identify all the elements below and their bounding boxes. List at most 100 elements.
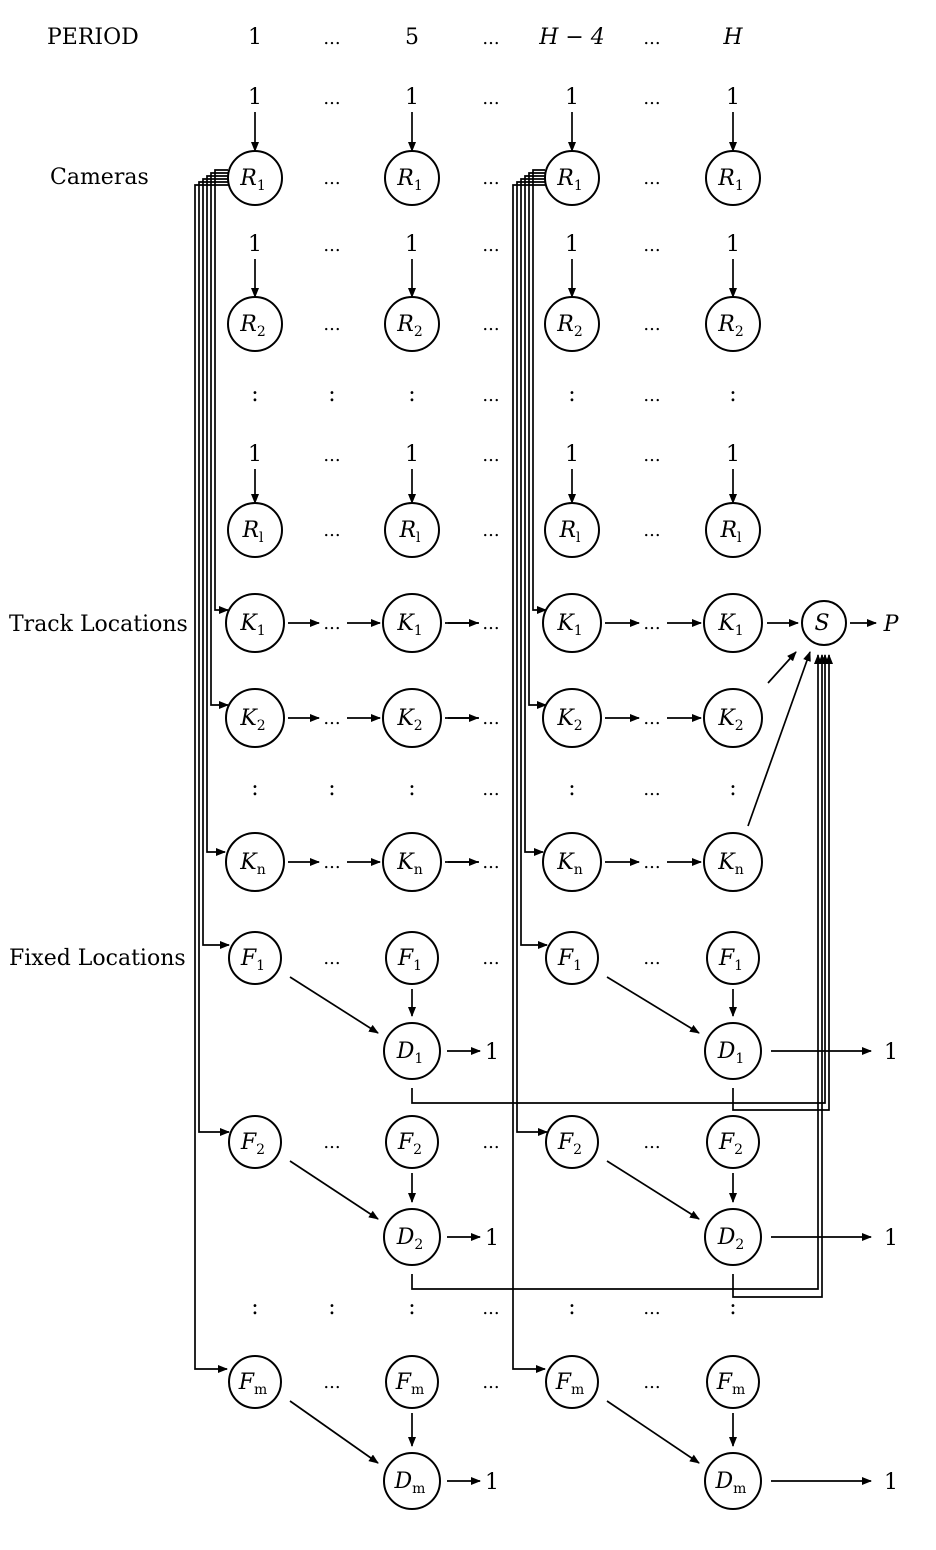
detect-node-D1-5-circle: [383, 1022, 441, 1080]
kn-to-sink-arrow: [747, 651, 811, 827]
camera-node-R1-p3-circle: [705, 150, 761, 206]
fixed-node-F1-p1: F1: [385, 931, 439, 985]
camera-input-ellipsis: ...: [323, 235, 340, 256]
camera-input-ellipsis: ...: [482, 445, 499, 466]
fixed-vertical-dots: :: [328, 1295, 335, 1320]
camera-bus-line-1-1: [528, 172, 547, 709]
camera-row-ellipsis: ...: [482, 314, 499, 335]
camera-node-Rl-p3-circle: [705, 502, 761, 558]
camera-node-R2-p1: R2: [384, 296, 440, 352]
fixed-node-F2-p1-circle: [385, 1115, 439, 1169]
camera-node-Rl-p0-label: Rl: [241, 518, 264, 546]
camera-input-l-3: 1: [726, 442, 740, 467]
camera-input-l-2: 1: [565, 442, 579, 467]
camera-row-ellipsis: ...: [482, 520, 499, 541]
camera-row-ellipsis: ...: [643, 520, 660, 541]
camera-input-l-1: 1: [405, 442, 419, 467]
detect-output-value: 1: [884, 1040, 898, 1065]
d1-5-to-sink-line: [411, 654, 829, 1104]
fixed-node-Fm-p3-circle: [706, 1355, 760, 1409]
edges-layer: [194, 112, 877, 1485]
camera-bus-line-0-5: [194, 184, 228, 1373]
fixed-row-ellipsis: ...: [482, 948, 499, 969]
camera-vertical-dots: :: [568, 382, 575, 407]
fixed-row-ellipsis: ...: [643, 1372, 660, 1393]
camera-input-ellipsis: ...: [482, 88, 499, 109]
camera-input-2-2: 1: [565, 232, 579, 257]
sink-output-P: P: [883, 612, 900, 637]
fixed-node-F1-p3: F1: [706, 931, 760, 985]
camera-node-Rl-p3: Rl: [705, 502, 761, 558]
camera-node-R2-p3-circle: [705, 296, 761, 352]
camera-vertical-dots: :: [328, 382, 335, 407]
camera-row-ellipsis: ...: [323, 520, 340, 541]
camera-node-R1-p0: R1: [227, 150, 283, 206]
fixed-node-Fm-p1: Fm: [385, 1355, 439, 1409]
camera-bus-line-0-2: [206, 175, 228, 856]
track-node-K2-p3-circle: [703, 688, 763, 748]
fixed-node-F2-p3: F2: [706, 1115, 760, 1169]
track-node-Kn-p0-circle: [225, 832, 285, 892]
track-chain-ellipsis: ...: [482, 852, 499, 873]
track-node-Kn-p2: Kn: [542, 832, 602, 892]
camera-node-R1-p0-circle: [227, 150, 283, 206]
track-chain-ellipsis: ...: [323, 708, 340, 729]
track-chain-ellipsis: ...: [643, 613, 660, 634]
camera-input-2-3: 1: [726, 232, 740, 257]
detect-output-value: 1: [884, 1470, 898, 1495]
track-node-K2-p1: K2: [382, 688, 442, 748]
detect-node-Dm-H-circle: [704, 1452, 762, 1510]
sink-node-S-label: S: [814, 611, 829, 636]
track-vertical-dots: ...: [482, 779, 499, 800]
track-node-K2-p0: K2: [225, 688, 285, 748]
track-vertical-dots: :: [328, 776, 335, 801]
fixed-vertical-dots: :: [568, 1295, 575, 1320]
camera-bus-line-0-3: [202, 178, 230, 949]
camera-node-R1-p2: R1: [544, 150, 600, 206]
camera-input-1-3: 1: [726, 85, 740, 110]
camera-input-ellipsis: ...: [643, 235, 660, 256]
fixed-diagonal-arrow: [289, 1400, 379, 1464]
camera-node-Rl-p2-circle: [544, 502, 600, 558]
detect-output-value: 1: [884, 1226, 898, 1251]
camera-vertical-dots: ...: [643, 385, 660, 406]
fixed-node-F1-p2: F1: [545, 931, 599, 985]
track-chain-ellipsis: ...: [643, 708, 660, 729]
track-node-K1-p2: K1: [542, 593, 602, 653]
fixed-row-ellipsis: ...: [482, 1132, 499, 1153]
fixed-row-ellipsis: ...: [643, 1132, 660, 1153]
fixed-row-ellipsis: ...: [482, 1372, 499, 1393]
track-node-K1-p3: K1: [703, 593, 763, 653]
fixed-node-F1-p3-circle: [706, 931, 760, 985]
camera-node-Rl-p1: Rl: [384, 502, 440, 558]
fixed-vertical-dots: :: [251, 1295, 258, 1320]
period-header-4: H − 4: [538, 25, 605, 50]
camera-node-R2-p0-circle: [227, 296, 283, 352]
fixed-node-Fm-p0-label: Fm: [238, 1370, 268, 1398]
fixed-node-Fm-p1-circle: [385, 1355, 439, 1409]
period-header-label: PERIOD: [47, 25, 139, 50]
camera-vertical-dots: :: [729, 382, 736, 407]
camera-input-ellipsis: ...: [643, 88, 660, 109]
camera-node-Rl-p2-label: Rl: [558, 518, 581, 546]
d2-H-to-sink-line: [732, 654, 826, 1298]
camera-node-R2-p2-circle: [544, 296, 600, 352]
track-node-Kn-p2-circle: [542, 832, 602, 892]
camera-bus-line-1-0: [532, 169, 547, 614]
fixed-node-F2-p0-circle: [228, 1115, 282, 1169]
detect-output-value: 1: [485, 1040, 499, 1065]
track-vertical-dots: :: [729, 776, 736, 801]
camera-input-ellipsis: ...: [482, 235, 499, 256]
camera-bus-line-1-5: [512, 184, 546, 1373]
track-node-K2-p0-circle: [225, 688, 285, 748]
camera-row-ellipsis: ...: [643, 314, 660, 335]
fixed-row-ellipsis: ...: [643, 948, 660, 969]
detect-node-D2-H-circle: [704, 1208, 762, 1266]
camera-input-2-1: 1: [405, 232, 419, 257]
detect-node-Dm-5: Dm: [383, 1452, 441, 1510]
track-node-K2-p3: K2: [703, 688, 763, 748]
detect-node-D2-5: D2: [383, 1208, 441, 1266]
camera-input-ellipsis: ...: [323, 445, 340, 466]
fixed-node-F2-p0: F2: [228, 1115, 282, 1169]
detect-node-D1-H: D1: [704, 1022, 762, 1080]
